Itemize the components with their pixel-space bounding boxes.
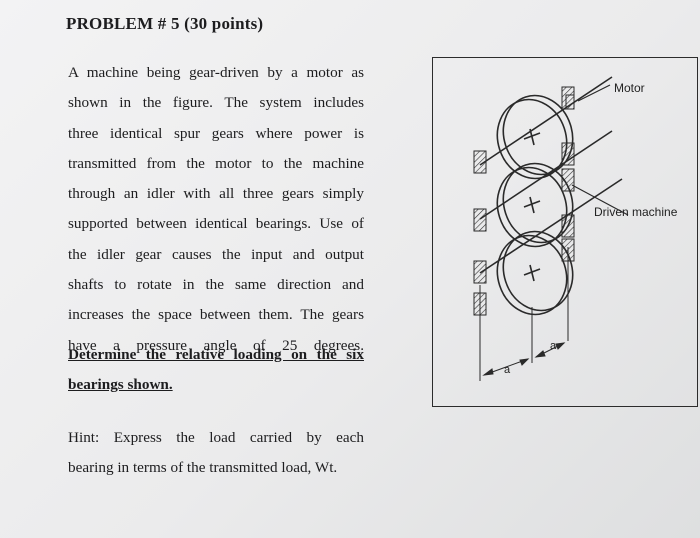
statement-line: supported between identical bearings. Us… [68, 215, 364, 233]
bearing-c-right [561, 168, 575, 192]
bearing-d-right [561, 214, 575, 238]
gear-output [496, 234, 568, 316]
statement-line: increases the space between them. The ge… [68, 306, 364, 324]
bearing-f-right [565, 94, 575, 110]
statement-line: shown in the figure. The system includes [68, 94, 364, 112]
statement-line: A machine being gear-driven by a motor a… [68, 64, 364, 81]
statement-line: shafts to rotate in the same direction a… [68, 276, 364, 294]
statement-line: transmitted from the motor to the machin… [68, 154, 364, 172]
hint-text: Hint: Express the load carried by each b… [68, 423, 364, 484]
dim-a-lower: a [504, 364, 511, 376]
bearing-b-left [473, 208, 487, 232]
bearing-b-right [561, 142, 575, 166]
motor-leader [577, 84, 611, 102]
gear-motor [496, 98, 568, 180]
gear-train-figure: a a Motor Driven machine [473, 76, 678, 381]
statement-line: have a pressure angle of 25 degrees. [68, 336, 364, 354]
hint-line: bearing in terms of the transmitted load… [68, 459, 338, 477]
statement-line: the idler gear causes the input and outp… [68, 245, 364, 263]
bearing-a-right [561, 86, 575, 110]
idler-shaft [479, 130, 613, 220]
problem-statement: A machine being gear-driven by a motor a… [68, 58, 364, 361]
statement-line: through an idler with all three gears si… [68, 185, 364, 203]
task-line: Determine the relative loading on the si… [68, 346, 364, 363]
output-shaft [479, 178, 623, 274]
bearing-c-left [473, 260, 487, 284]
statement-line: three identical spur gears where power i… [68, 124, 364, 142]
driven-machine-label: Driven machine [594, 205, 678, 219]
bearing-a-left [473, 150, 487, 174]
task-line: bearings shown. [68, 376, 173, 394]
dimension-lines [482, 342, 566, 376]
hint-line: Hint: Express the load carried by each [68, 429, 364, 446]
dim-a-upper: a [550, 340, 557, 352]
bearings [473, 86, 575, 316]
problem-title: PROBLEM # 5 (30 points) [66, 14, 264, 33]
motor-shaft [479, 76, 613, 166]
gear-idler [496, 166, 568, 248]
motor-label: Motor [614, 81, 645, 95]
driven-leader [571, 184, 629, 216]
figure-frame [432, 57, 698, 407]
task-instruction: Determine the relative loading on the si… [68, 340, 364, 401]
